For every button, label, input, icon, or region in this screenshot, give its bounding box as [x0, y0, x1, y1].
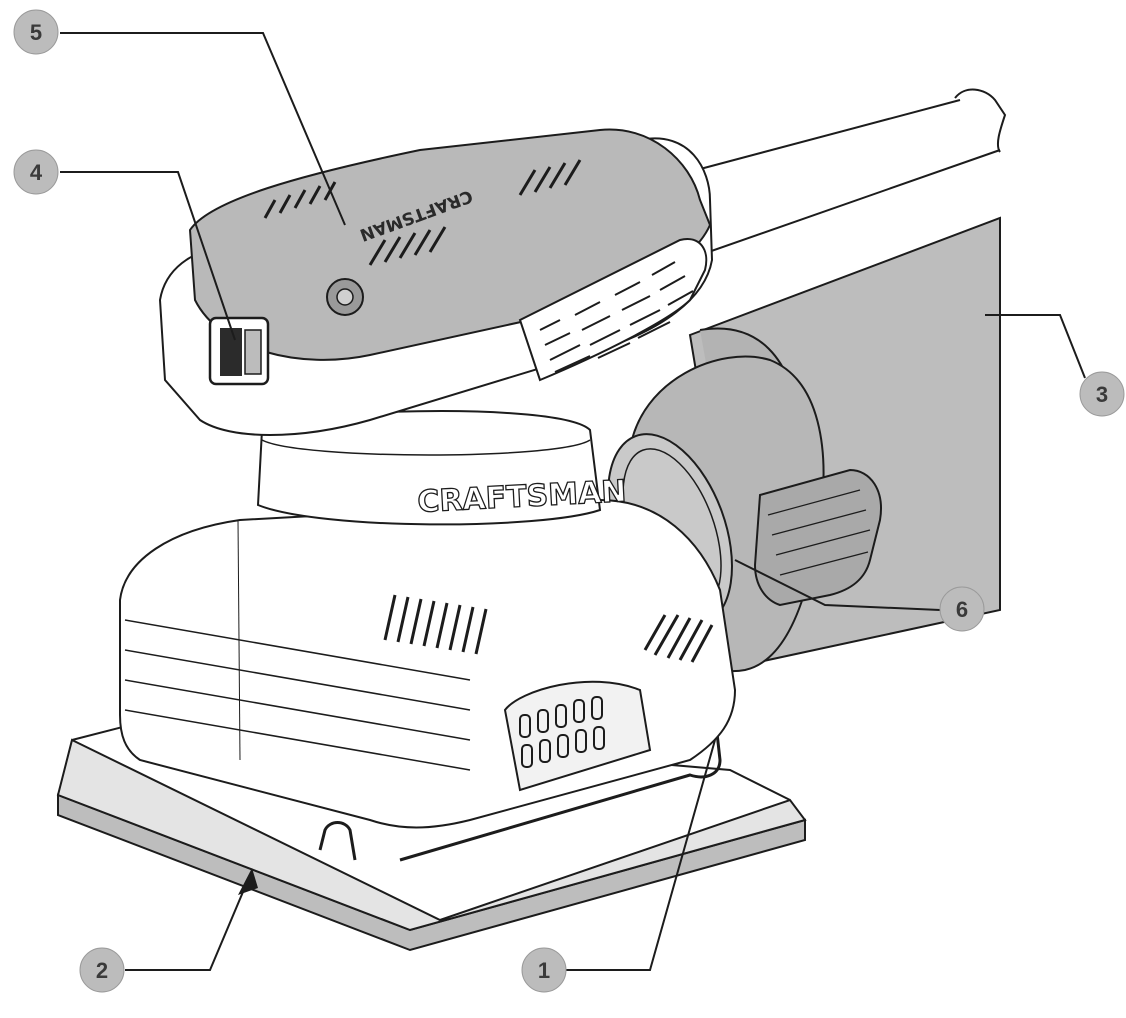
- leader-lines: [60, 32, 1086, 971]
- motor-housing: [119, 498, 737, 829]
- arrow-head: [238, 868, 258, 895]
- power-switch: [208, 316, 270, 386]
- callout-2: 2: [79, 947, 125, 993]
- palm-grip: CRAFTSMAN: [158, 128, 714, 436]
- sanding-pad: [56, 718, 807, 952]
- callout-3: 3: [1079, 371, 1125, 417]
- side-vent: [383, 594, 488, 655]
- svg-text:6: 6: [956, 597, 968, 622]
- callout-4: 4: [13, 149, 59, 195]
- callout-5: 5: [13, 9, 59, 55]
- callout-1: 1: [521, 947, 567, 993]
- collar: CRAFTSMAN: [256, 410, 628, 526]
- callout-6: 6: [939, 586, 985, 632]
- svg-text:5: 5: [30, 20, 42, 45]
- svg-text:2: 2: [96, 958, 108, 983]
- svg-text:1: 1: [538, 958, 550, 983]
- svg-text:4: 4: [30, 160, 43, 185]
- svg-text:3: 3: [1096, 382, 1108, 407]
